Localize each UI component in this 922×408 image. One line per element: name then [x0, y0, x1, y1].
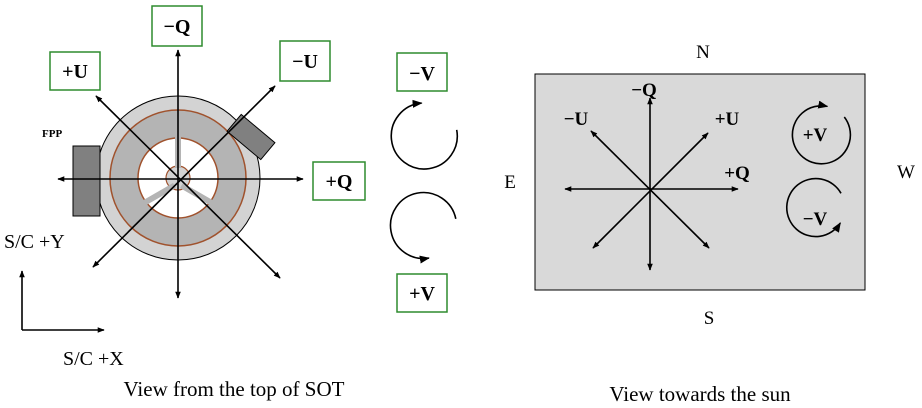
- left-axes: [57, 49, 304, 299]
- sun-label-plus-v: +V: [803, 125, 828, 146]
- compass-west: W: [897, 162, 915, 183]
- sc-y-label: S/C +Y: [4, 231, 65, 253]
- box-plus-v: +V: [396, 273, 448, 313]
- label-minus-q: −Q: [164, 16, 191, 38]
- box-plus-u: +U: [49, 51, 101, 91]
- box-minus-v: −V: [396, 52, 448, 92]
- sun-label-minus-q: −Q: [631, 80, 657, 101]
- sc-axes: [19, 270, 105, 333]
- clockwise-rotation-arrow: [390, 99, 459, 170]
- label-plus-u: +U: [62, 61, 88, 83]
- sun-label-plus-q: +Q: [724, 163, 750, 184]
- compass-east: E: [504, 172, 516, 193]
- sun-minus-v-rotation: [785, 177, 842, 238]
- sc-x-label: S/C +X: [63, 348, 124, 370]
- sun-label-minus-v: −V: [803, 209, 828, 230]
- left-caption: View from the top of SOT: [124, 377, 345, 401]
- sun-label-plus-u: +U: [715, 109, 740, 130]
- label-minus-u: −U: [292, 51, 318, 73]
- compass-north: N: [696, 42, 710, 63]
- right-axes: [564, 97, 739, 271]
- sun-plus-v-rotation: [791, 100, 852, 165]
- rotation-legend: −V +V: [389, 52, 459, 313]
- label-plus-q: +Q: [326, 171, 353, 193]
- label-plus-v-box: +V: [409, 283, 435, 305]
- fpp-label: FPP: [42, 128, 62, 140]
- label-minus-v-box: −V: [409, 63, 435, 85]
- box-plus-q: +Q: [312, 161, 366, 201]
- box-minus-u: −U: [279, 40, 331, 82]
- counterclockwise-rotation-arrow: [389, 191, 457, 264]
- fpp-block: [72, 145, 101, 217]
- diagonal-arrow-2: [92, 85, 276, 268]
- compass-south: S: [704, 308, 715, 329]
- left-view: −Q +U −U +Q FPP S/C +Y S/C +X View from …: [4, 5, 366, 401]
- box-minus-q: −Q: [151, 5, 203, 47]
- right-caption: View towards the sun: [609, 382, 791, 406]
- sun-label-minus-u: −U: [564, 109, 589, 130]
- right-view: −Q −U +U +Q +V −V N S E W View towards t…: [504, 42, 915, 406]
